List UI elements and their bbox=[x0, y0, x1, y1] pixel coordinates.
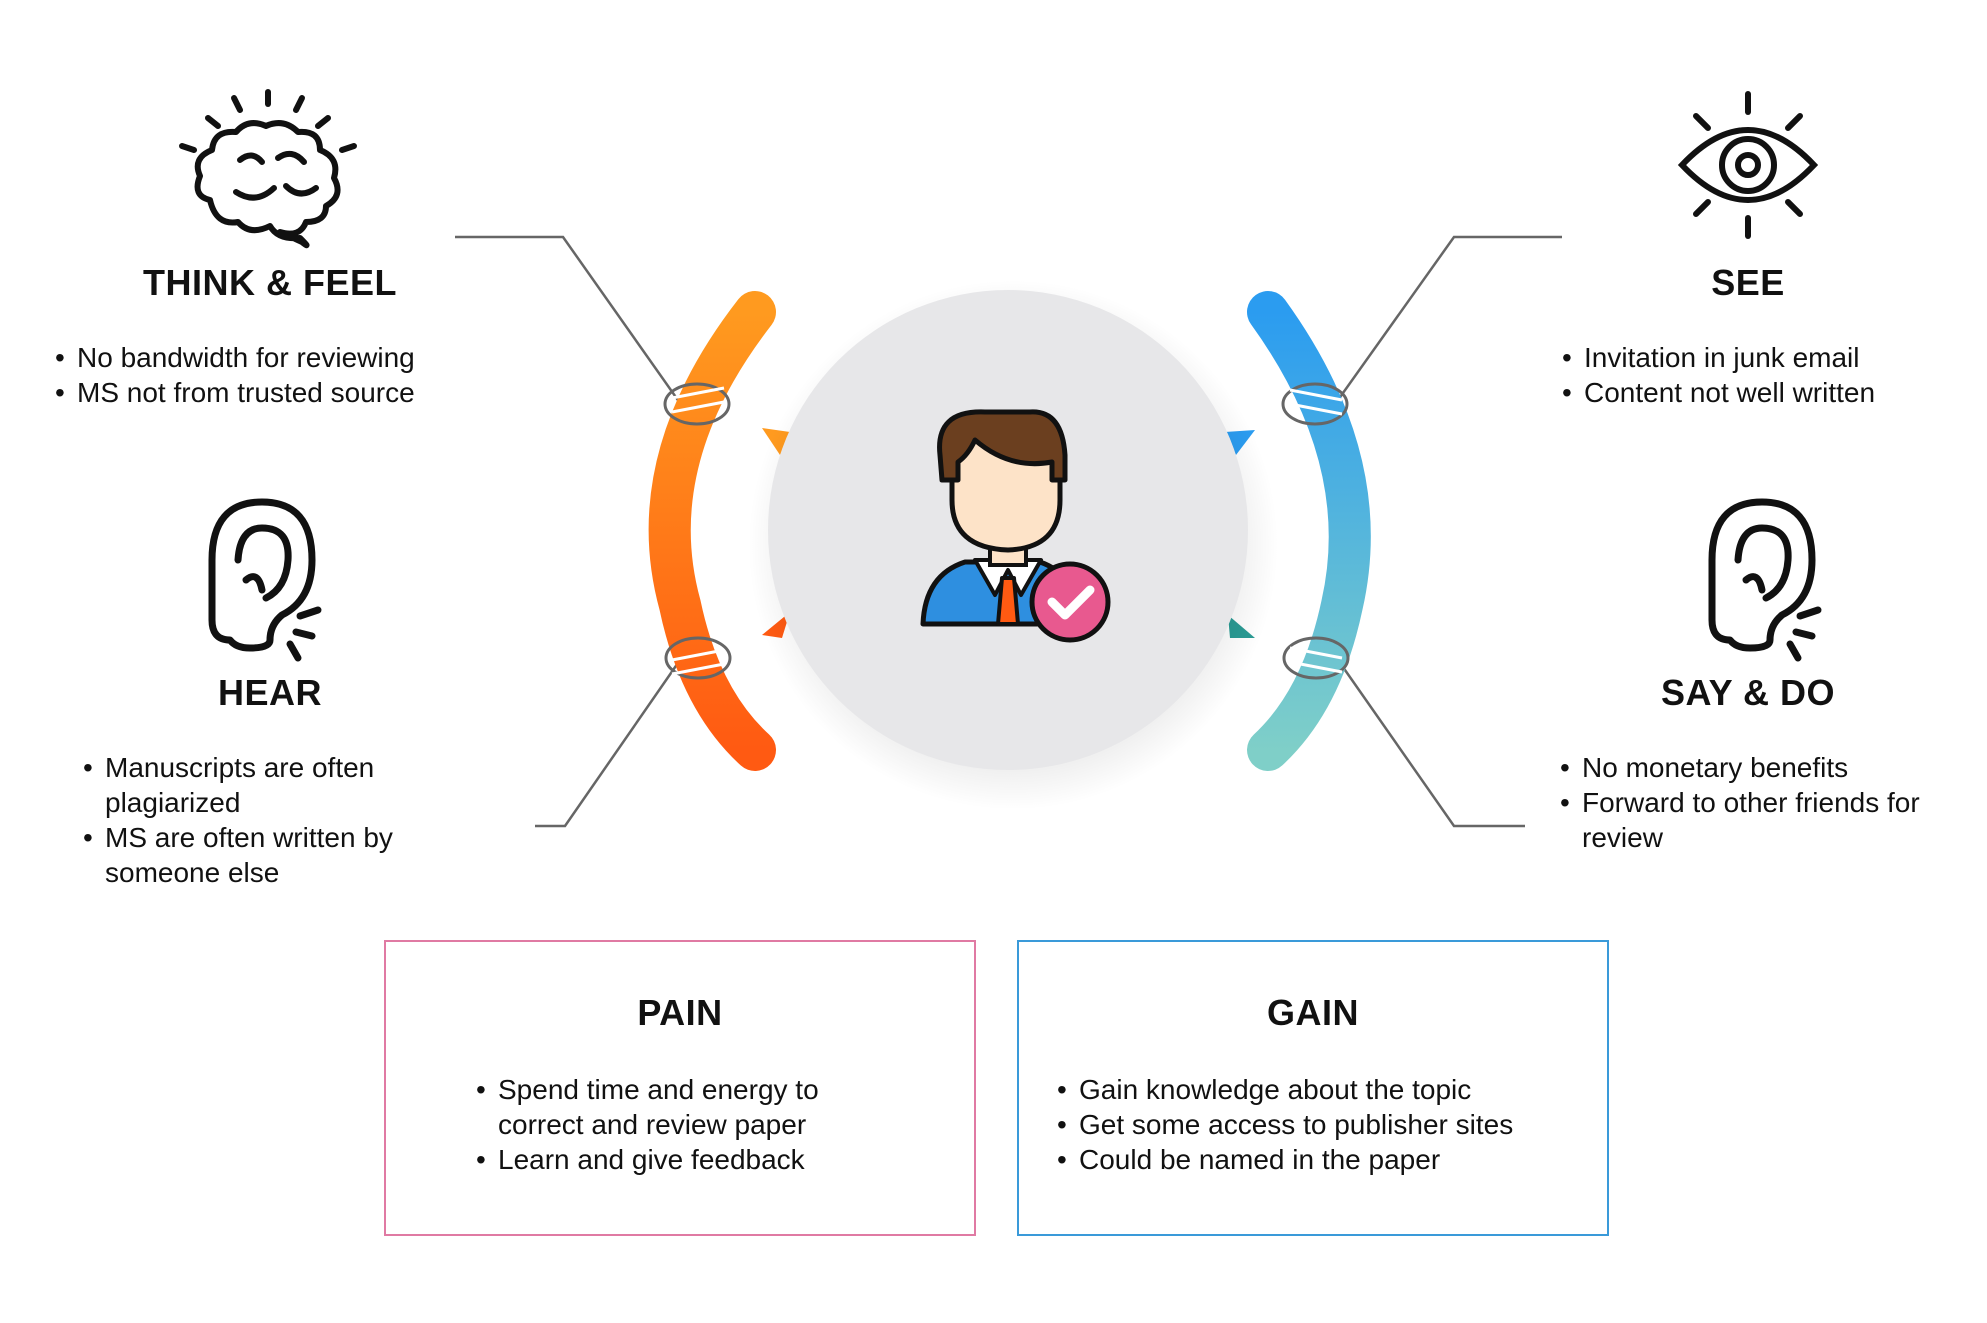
brain-icon bbox=[179, 89, 357, 249]
hear-title: HEAR bbox=[217, 672, 322, 713]
list-item: MS not from trusted source bbox=[55, 375, 515, 410]
right-arc bbox=[1247, 291, 1371, 771]
pain-title: PAIN bbox=[637, 992, 723, 1033]
see-list: Invitation in junk email Content not wel… bbox=[1562, 340, 1962, 410]
list-item: Gain knowledge about the topic bbox=[1057, 1072, 1587, 1107]
connector-lines bbox=[455, 235, 1562, 828]
ear-icon bbox=[1708, 498, 1822, 662]
left-arc bbox=[648, 291, 776, 771]
hear-list: Manuscripts are often plagiarized MS are… bbox=[83, 750, 443, 890]
list-item: No bandwidth for reviewing bbox=[55, 340, 515, 375]
gain-title: GAIN bbox=[1267, 992, 1359, 1033]
gain-list: Gain knowledge about the topic Get some … bbox=[1057, 1072, 1587, 1177]
list-item: No monetary benefits bbox=[1560, 750, 1950, 785]
list-item: Learn and give feedback bbox=[476, 1142, 896, 1177]
list-item: Content not well written bbox=[1562, 375, 1962, 410]
list-item: Forward to other friends for review bbox=[1560, 785, 1950, 855]
connector-hear bbox=[535, 659, 682, 828]
list-item: Manuscripts are often plagiarized bbox=[83, 750, 443, 820]
say-do-list: No monetary benefits Forward to other fr… bbox=[1560, 750, 1950, 855]
eye-icon bbox=[1677, 91, 1819, 239]
gain-box: GAIN Gain knowledge about the topic Get … bbox=[1017, 940, 1609, 1236]
connector-think-feel bbox=[455, 235, 682, 404]
think-feel-title: THINK & FEEL bbox=[143, 262, 397, 303]
connector-see bbox=[1336, 235, 1562, 401]
pain-box: PAIN Spend time and energy to correct an… bbox=[384, 940, 976, 1236]
arc-rings bbox=[663, 382, 1350, 680]
ear-icon bbox=[208, 498, 322, 662]
list-item: Invitation in junk email bbox=[1562, 340, 1962, 375]
pain-list: Spend time and energy to correct and rev… bbox=[476, 1072, 896, 1177]
say-do-title: SAY & DO bbox=[1660, 672, 1836, 713]
think-feel-list: No bandwidth for reviewing MS not from t… bbox=[55, 340, 515, 410]
list-item: Get some access to publisher sites bbox=[1057, 1107, 1587, 1142]
user-avatar-with-check-icon bbox=[920, 409, 1111, 643]
connector-say-do bbox=[1336, 659, 1525, 828]
see-title: SEE bbox=[1711, 262, 1785, 303]
list-item: MS are often written by someone else bbox=[83, 820, 443, 890]
list-item: Spend time and energy to correct and rev… bbox=[476, 1072, 896, 1142]
list-item: Could be named in the paper bbox=[1057, 1142, 1587, 1177]
